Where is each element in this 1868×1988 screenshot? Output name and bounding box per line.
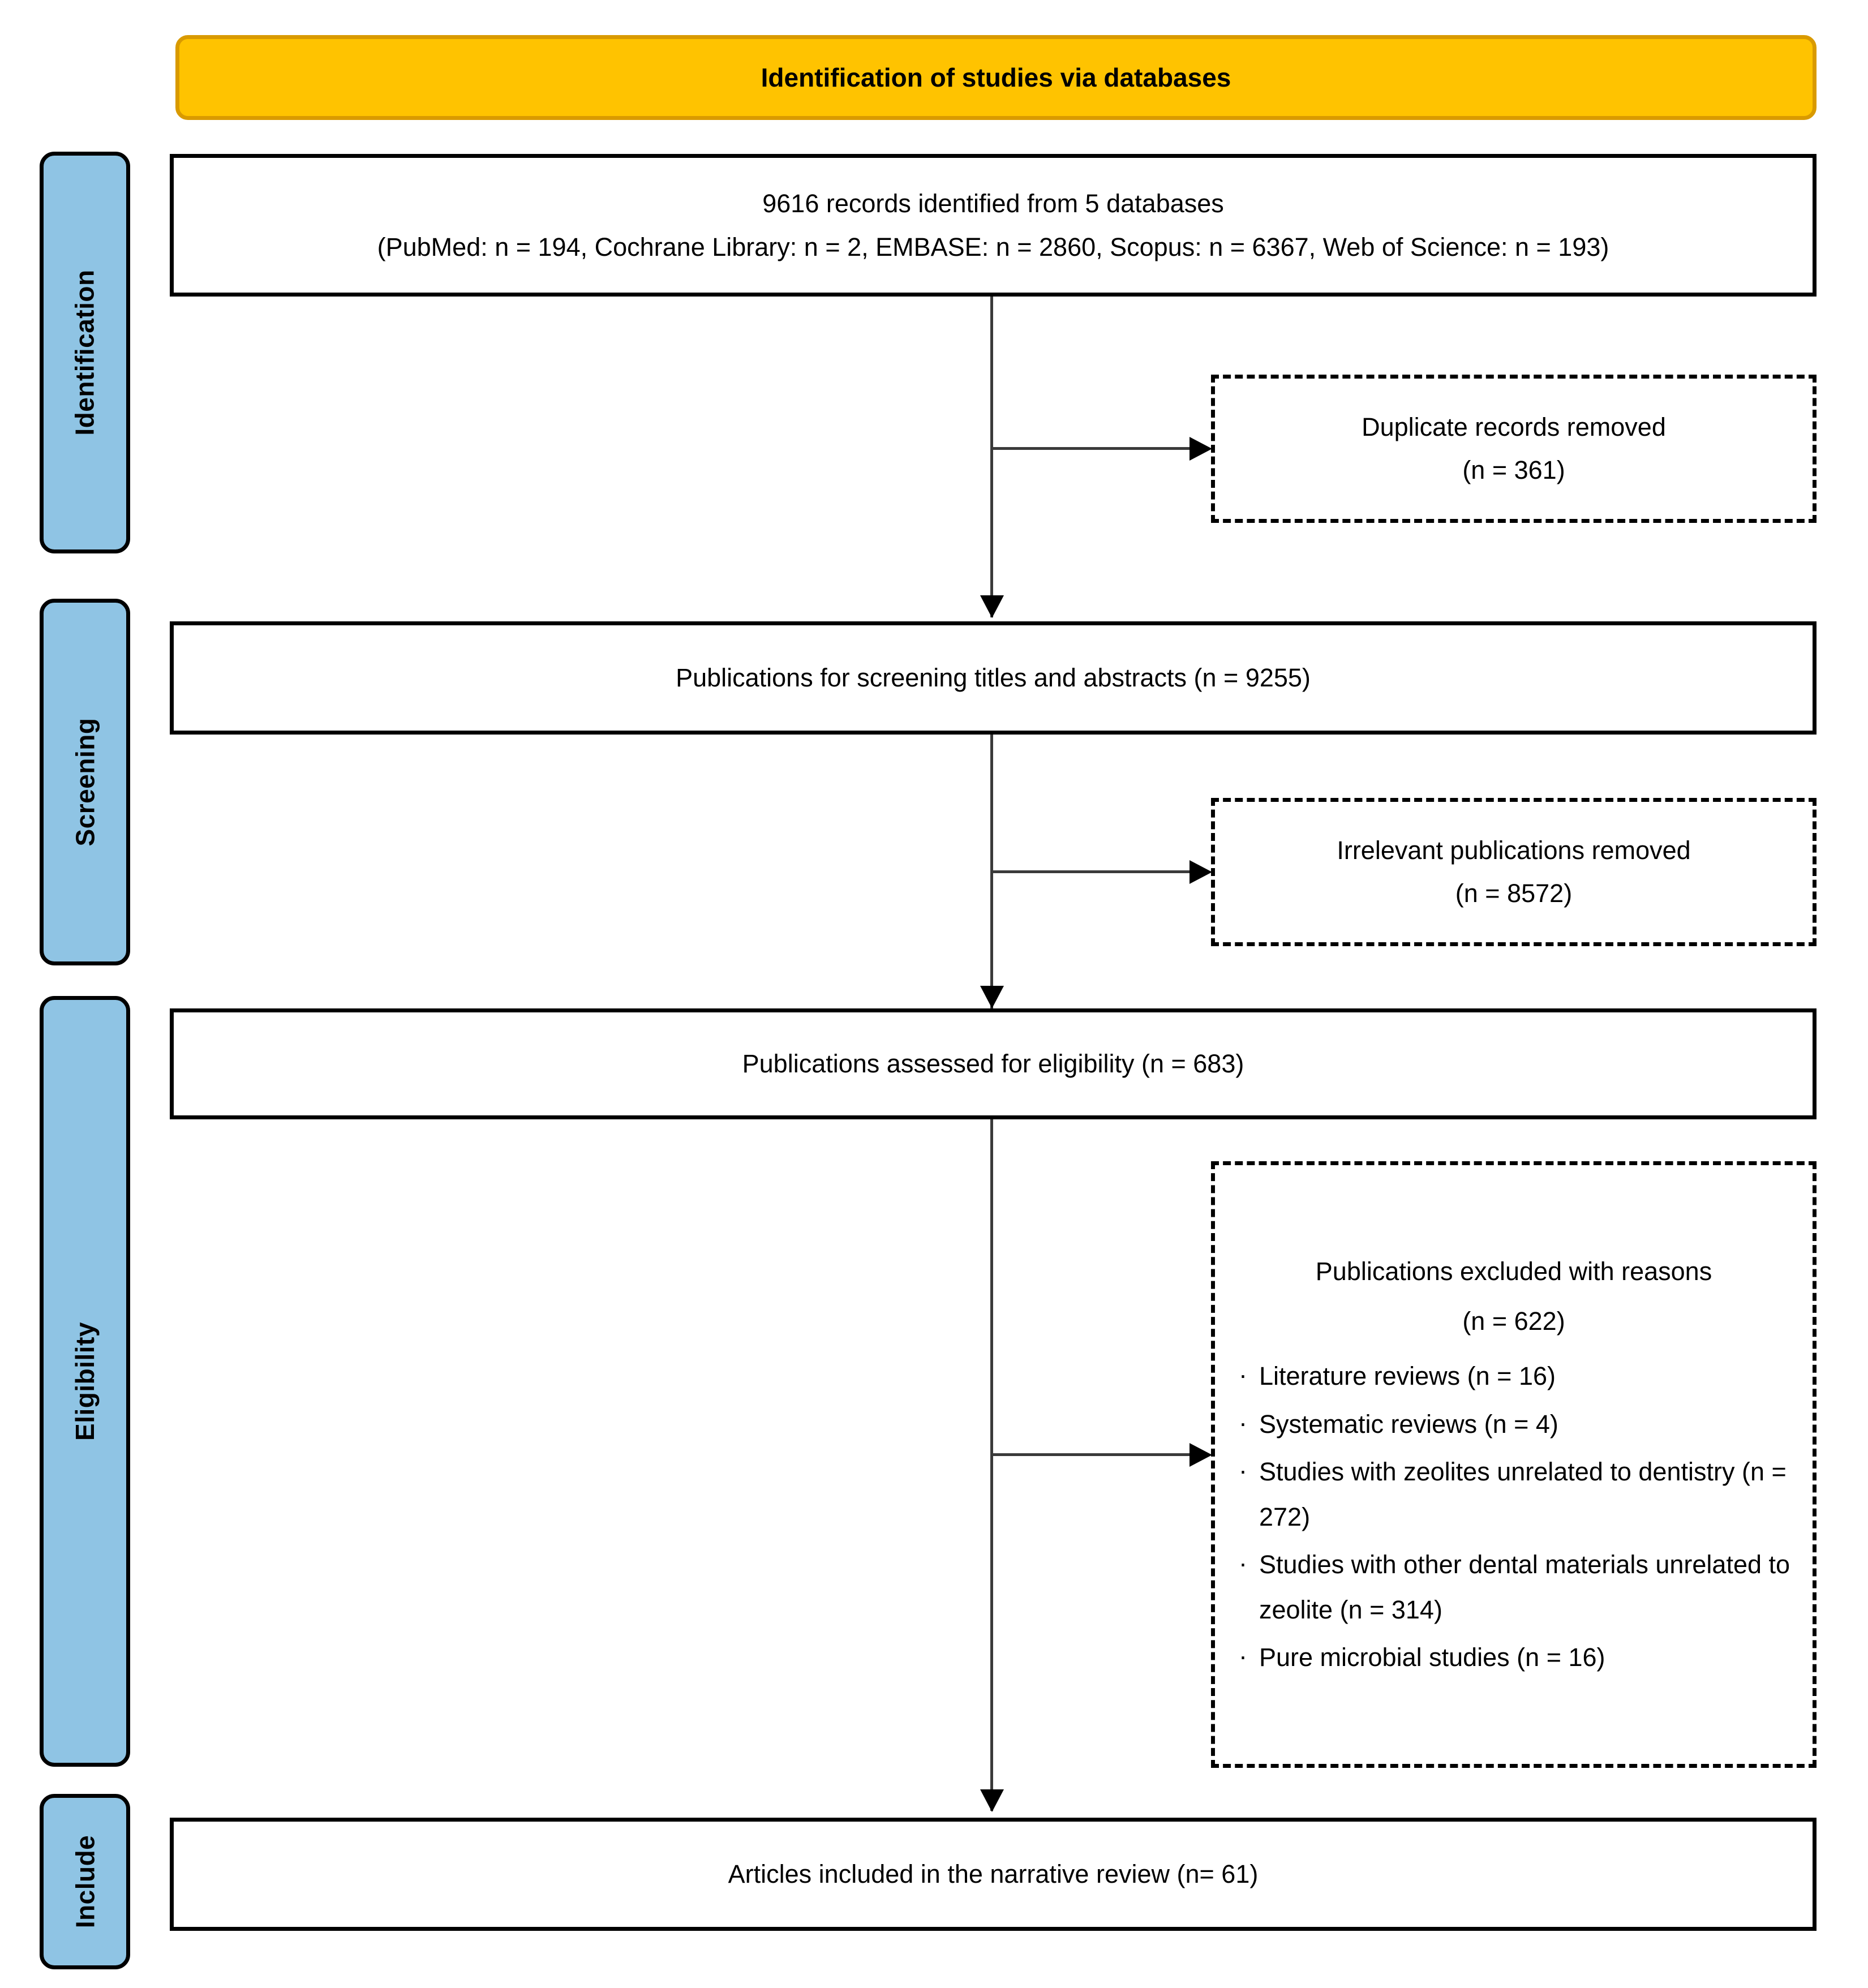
stage-eligibility-label: Eligibility <box>70 1322 100 1441</box>
box-irrelevant-publications-removed: Irrelevant publications removed (n = 857… <box>1211 798 1817 946</box>
connector-screening-to-eligibility <box>990 735 993 1012</box>
arrowhead-eligibility-to-included <box>980 1789 1004 1812</box>
stage-eligibility: Eligibility <box>40 996 130 1767</box>
connector-to-duplicates <box>990 447 1208 450</box>
stage-screening-label: Screening <box>70 718 100 847</box>
exclusion-reason-item: Studies with zeolites unrelated to denti… <box>1234 1448 1793 1540</box>
box-publications-excluded-with-reasons: Publications excluded with reasons (n = … <box>1211 1161 1817 1768</box>
connector-to-irrelevant <box>990 870 1208 873</box>
exclusion-reason-list: Literature reviews (n = 16) Systematic r… <box>1234 1352 1793 1680</box>
screening-line1: Publications for screening titles and ab… <box>676 663 1311 693</box>
exclusion-reason-item: Systematic reviews (n = 4) <box>1234 1401 1793 1447</box>
arrowhead-identified-to-screening <box>980 595 1004 618</box>
duplicates-line1: Duplicate records removed <box>1362 412 1666 441</box>
box-articles-included: Articles included in the narrative revie… <box>170 1818 1817 1931</box>
stage-identification-label: Identification <box>70 269 100 436</box>
arrowhead-to-irrelevant <box>1189 860 1212 884</box>
excluded-head2: (n = 622) <box>1462 1306 1565 1336</box>
connector-to-excluded <box>990 1453 1208 1456</box>
exclusion-reason-item: Literature reviews (n = 16) <box>1234 1352 1793 1399</box>
included-line1: Articles included in the narrative revie… <box>728 1860 1259 1889</box>
exclusion-reason-item: Studies with other dental materials unre… <box>1234 1541 1793 1633</box>
exclusion-reason-item: Pure microbial studies (n = 16) <box>1234 1634 1793 1680</box>
records-identified-line1: 9616 records identified from 5 databases <box>762 188 1224 218</box>
banner-label: Identification of studies via databases <box>761 63 1231 92</box>
stage-identification: Identification <box>40 152 130 553</box>
duplicates-line2: (n = 361) <box>1462 456 1565 484</box>
irrelevant-line2: (n = 8572) <box>1455 879 1573 908</box>
box-assessed-for-eligibility: Publications assessed for eligibility (n… <box>170 1008 1817 1119</box>
irrelevant-line1: Irrelevant publications removed <box>1337 835 1691 865</box>
records-identified-line2: (PubMed: n = 194, Cochrane Library: n = … <box>377 233 1609 261</box>
box-records-identified: 9616 records identified from 5 databases… <box>170 154 1817 297</box>
arrowhead-to-duplicates <box>1189 437 1212 461</box>
box-duplicate-records-removed: Duplicate records removed (n = 361) <box>1211 375 1817 523</box>
excluded-head1: Publications excluded with reasons <box>1315 1256 1712 1286</box>
connector-eligibility-to-included <box>990 1119 993 1811</box>
connector-identified-to-screening <box>990 297 993 617</box>
eligibility-line1: Publications assessed for eligibility (n… <box>742 1049 1244 1079</box>
box-screening-titles-abstracts: Publications for screening titles and ab… <box>170 621 1817 735</box>
stage-screening: Screening <box>40 599 130 965</box>
arrowhead-to-excluded <box>1189 1443 1212 1467</box>
diagram-banner-title: Identification of studies via databases <box>175 35 1817 120</box>
stage-include: Include <box>40 1794 130 1969</box>
arrowhead-screening-to-eligibility <box>980 986 1004 1008</box>
stage-include-label: Include <box>70 1835 100 1929</box>
